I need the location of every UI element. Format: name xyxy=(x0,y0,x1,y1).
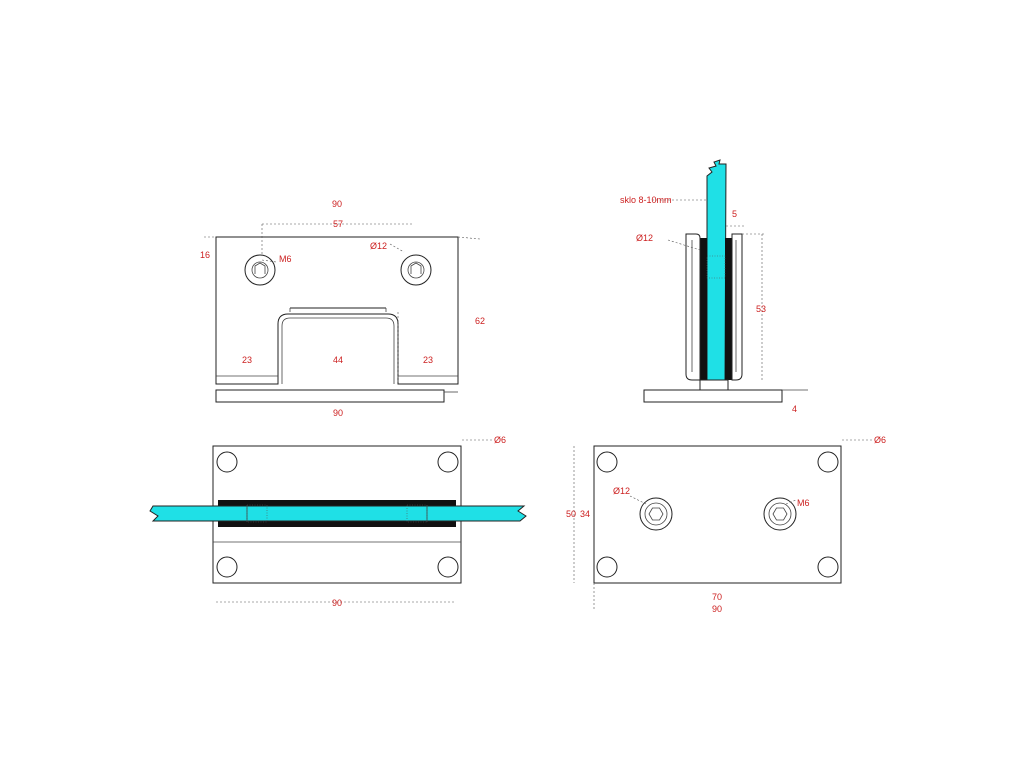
bottom-view-screw-right xyxy=(763,497,797,531)
side-view-rubber-right xyxy=(725,238,732,380)
bottom-view-thread-label: M6 xyxy=(797,498,810,508)
front-view-base-width-label: 90 xyxy=(333,408,343,418)
bottom-view-corner-hole-bl xyxy=(596,556,618,578)
front-view-hole-left xyxy=(244,254,276,286)
side-view-leader-o12 xyxy=(667,239,701,251)
front-view-hole-right xyxy=(400,254,432,286)
top-view-hole-label: Ø6 xyxy=(494,435,506,445)
top-view-corner-hole-bl xyxy=(216,556,238,578)
side-view-base-plate xyxy=(643,389,783,403)
front-view-leader-m6 xyxy=(261,259,277,263)
front-view-leader-o12 xyxy=(389,243,405,253)
side-view-gap-label: 5 xyxy=(732,209,737,219)
front-view-hole-label: Ø12 xyxy=(370,241,387,251)
front-view-hole-spacing-label: 57 xyxy=(333,219,343,229)
top-view-glass-panel xyxy=(149,505,527,522)
bottom-view-corner-hole-tl xyxy=(596,451,618,473)
front-view-width-label: 90 xyxy=(332,199,342,209)
top-view-rubber-bottom xyxy=(218,521,456,527)
top-view-corner-hole-br xyxy=(437,556,459,578)
bottom-view-leader-m6 xyxy=(785,499,797,505)
front-view-left-width-label: 23 xyxy=(242,355,252,365)
side-view-rubber-left xyxy=(700,238,707,380)
front-view-outline xyxy=(215,236,459,385)
bottom-view: Ø6 Ø12 M6 50 34 70 90 xyxy=(566,435,886,614)
front-view-right-width-label: 23 xyxy=(423,355,433,365)
top-view-width-label: 90 xyxy=(332,598,342,608)
side-view-height-label: 53 xyxy=(756,304,766,314)
bottom-view-vertical-spacing-label: 34 xyxy=(580,509,590,519)
front-view-top-offset-label: 16 xyxy=(200,250,210,260)
front-view-thread-label: M6 xyxy=(279,254,292,264)
front-view-dimline-top-right xyxy=(457,236,481,240)
top-view: Ø6 90 xyxy=(149,435,527,608)
side-view-plate-thickness-label: 4 xyxy=(792,404,797,414)
bottom-view-hole-label: Ø12 xyxy=(613,486,630,496)
front-view-base-plate xyxy=(215,389,445,403)
bottom-view-width-label: 90 xyxy=(712,604,722,614)
front-view-slot-width-label: 44 xyxy=(333,355,343,365)
front-view: 90 57 16 62 M6 Ø12 23 44 23 90 xyxy=(200,199,485,418)
top-view-corner-hole-tr xyxy=(437,451,459,473)
side-view-clamp-right xyxy=(731,233,743,381)
side-view-hole-label: Ø12 xyxy=(636,233,653,243)
bottom-view-corner-hole-label: Ø6 xyxy=(874,435,886,445)
bottom-view-screw-left xyxy=(639,497,673,531)
top-view-corner-hole-tl xyxy=(216,451,238,473)
bottom-view-plate-outline xyxy=(593,445,842,584)
bottom-view-corner-hole-br xyxy=(817,556,839,578)
side-view-glass-label: sklo 8-10mm xyxy=(620,195,672,205)
side-view-foot xyxy=(699,379,729,391)
bottom-view-height-label: 50 xyxy=(566,509,576,519)
bottom-view-leader-o12 xyxy=(629,495,647,505)
side-view: sklo 8-10mm 5 Ø12 53 4 xyxy=(620,159,808,414)
front-view-slot-inner xyxy=(281,317,395,384)
top-view-rubber-top xyxy=(218,500,456,506)
bottom-view-corner-hole-tr xyxy=(817,451,839,473)
bottom-view-hole-spacing-label: 70 xyxy=(712,592,722,602)
side-view-glass-panel xyxy=(706,159,727,381)
side-view-clamp-left xyxy=(685,233,701,381)
front-view-height-label: 62 xyxy=(475,316,485,326)
